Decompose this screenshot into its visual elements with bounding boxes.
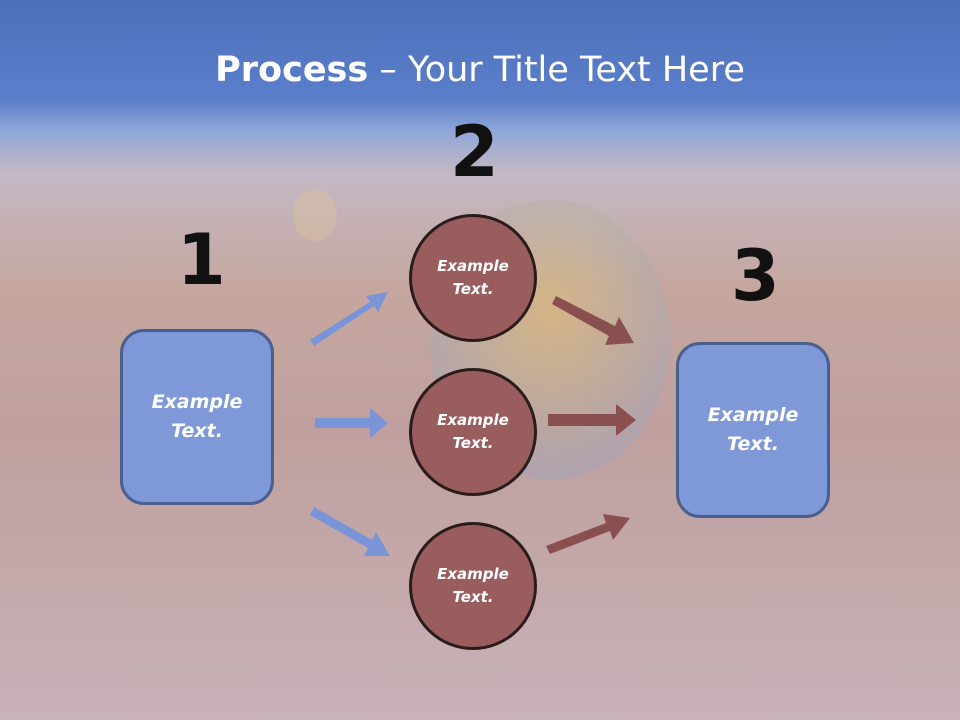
step-number-1: 1 (177, 219, 226, 301)
step-number-3: 3 (731, 235, 780, 317)
circle-bottom: Example Text. (409, 522, 537, 650)
title-rest: – Your Title Text Here (368, 50, 745, 90)
arrow-left-to-middle (315, 408, 388, 438)
right-step-box: Example Text. (676, 342, 830, 518)
step-number-2: 2 (450, 111, 499, 193)
arrow-top-to-right (552, 296, 634, 345)
left-step-box: Example Text. (120, 329, 274, 505)
blue-arrows (310, 292, 390, 556)
arrow-left-to-top (310, 292, 388, 346)
arrow-bottom-to-right (546, 514, 630, 554)
arrow-left-to-bottom (310, 507, 390, 556)
title-bold: Process (215, 50, 369, 90)
circle-middle: Example Text. (409, 368, 537, 496)
arrow-middle-to-right (548, 404, 636, 436)
slide-title: Process – Your Title Text Here (0, 50, 960, 90)
circle-top: Example Text. (409, 214, 537, 342)
red-arrows (546, 296, 636, 554)
